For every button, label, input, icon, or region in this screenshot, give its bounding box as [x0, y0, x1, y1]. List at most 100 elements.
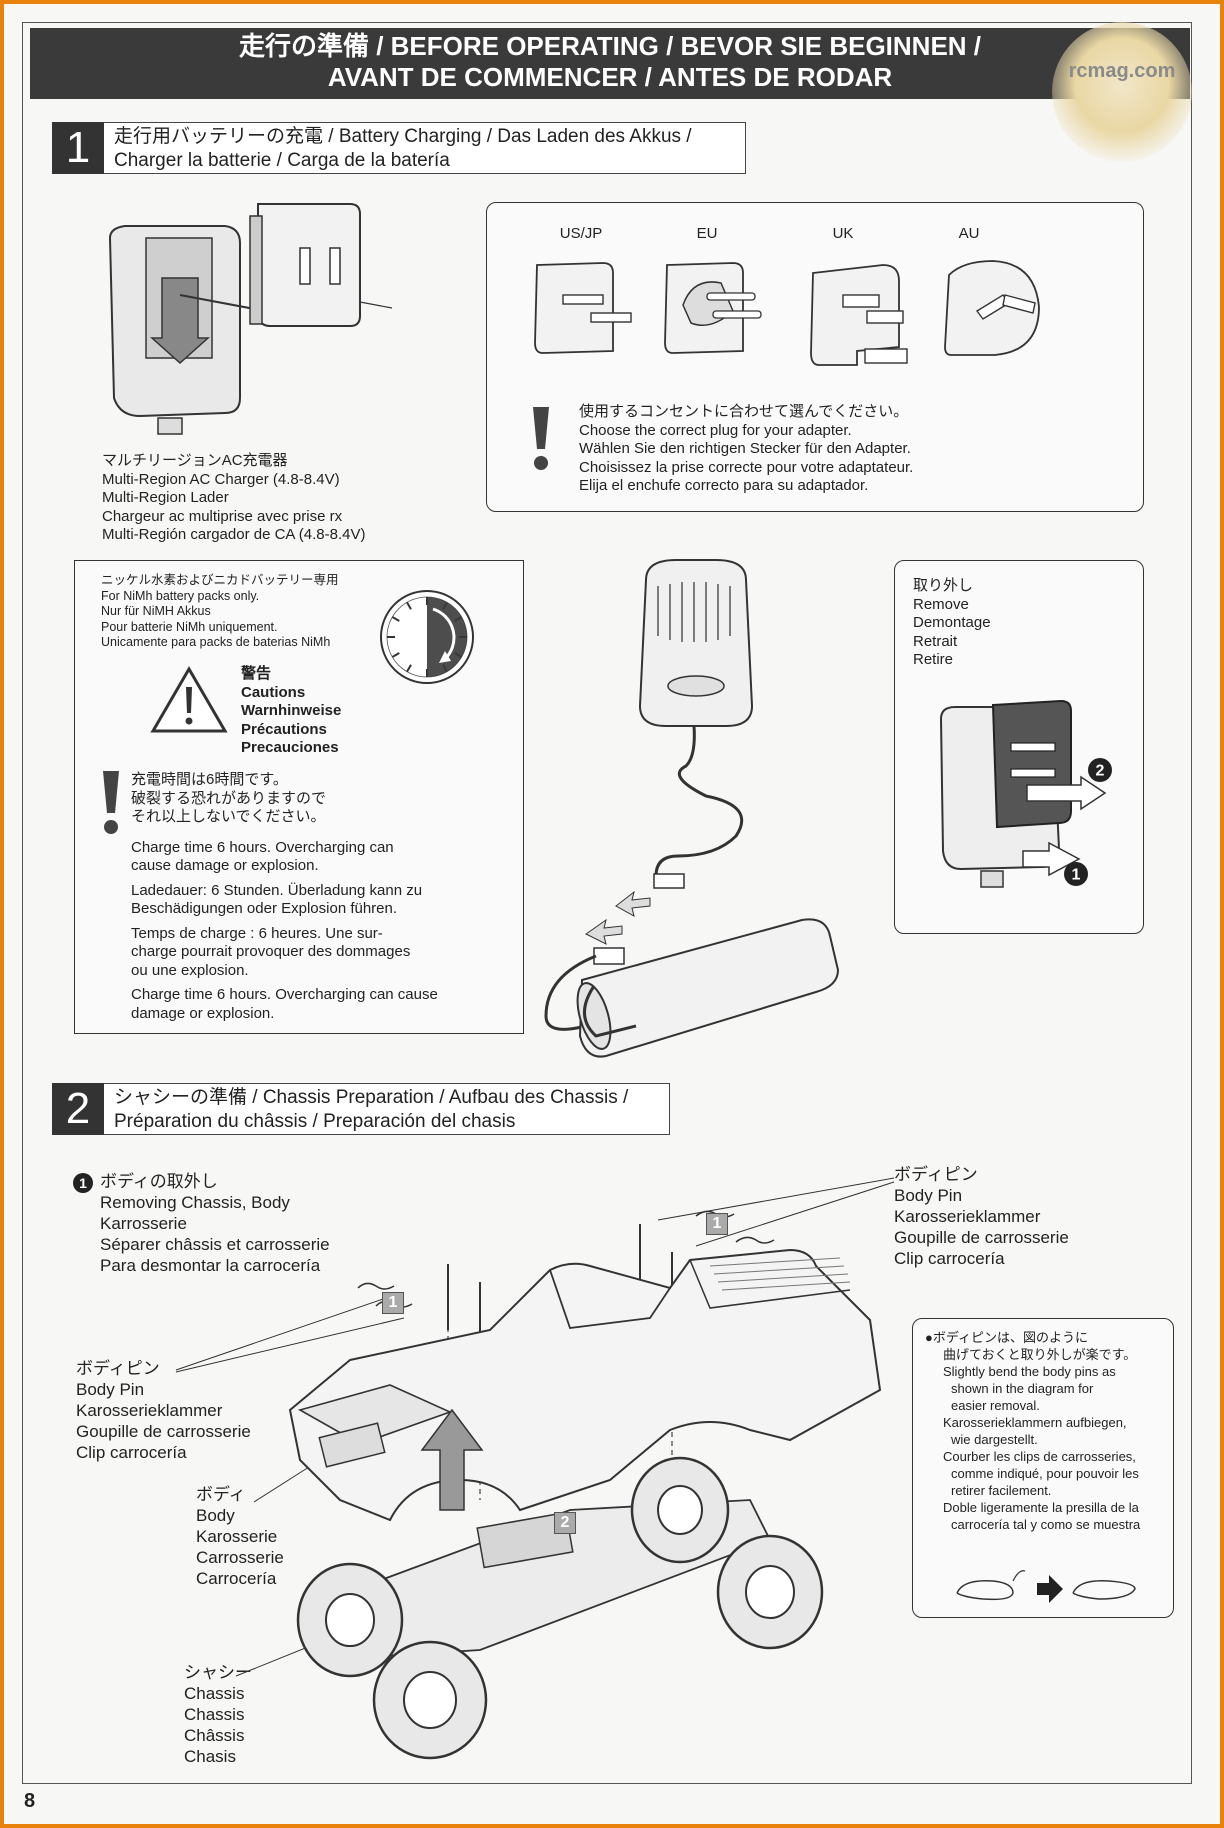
plug-label-usjp: US/JP	[559, 225, 603, 242]
uk-plug-icon	[810, 264, 908, 366]
pin-tip-es-1: Doble ligeramente la presilla de la	[943, 1500, 1139, 1515]
removing-fr: Séparer châssis et carrosserie	[100, 1235, 330, 1254]
warn-fr-1: Temps de charge : 6 heures. Une sur-	[131, 924, 383, 942]
warn-es-2: damage or explosion.	[131, 1004, 275, 1022]
pin-bend-diagram	[956, 1570, 1136, 1603]
removing-label: ボディの取外し Removing Chassis, Body Karrosser…	[100, 1171, 330, 1276]
body-label-en: Body	[196, 1506, 235, 1525]
cautions-jp: 警告	[241, 665, 272, 682]
content-border	[22, 22, 1192, 1784]
plug-note-es: Elija el enchufe correcto para su adapta…	[579, 477, 869, 494]
cautions-de: Warnhinweise	[241, 702, 342, 719]
plug-label-au: AU	[958, 225, 980, 242]
warn-fr-2: charge pourrait provoquer des dommages	[131, 943, 411, 960]
plug-label-uk: UK	[832, 225, 854, 242]
remove-es: Retire	[913, 651, 954, 668]
body-pin-left-fr: Goupille de carrosserie	[76, 1422, 251, 1441]
charger-caption-es: Multi-Región cargador de CA (4.8-8.4V)	[102, 526, 366, 543]
cautions-heading: 警告 Cautions Warnhinweise Précautions Pre…	[241, 665, 341, 758]
pin-tip-fr-3: retirer facilement.	[951, 1483, 1052, 1498]
plug-note-jp: 使用するコンセントに合わせて選んでください。	[579, 403, 909, 420]
warn-jp-3: それ以上しないでください。	[131, 808, 326, 825]
pin-tip-es-2: carrocería tal y como se muestra	[951, 1517, 1141, 1532]
diagram-step-2: 2	[554, 1512, 576, 1534]
remove-de: Demontage	[913, 614, 991, 631]
warn-es-1: Charge time 6 hours. Overcharging can ca…	[131, 986, 438, 1003]
remove-fr: Retrait	[913, 632, 958, 650]
body-pin-left-en: Body Pin	[76, 1380, 145, 1399]
cautions-es: Precauciones	[241, 739, 339, 756]
plug-label-eu: EU	[696, 225, 718, 242]
pin-tip-jp-2: 曲げておくと取り外しが楽です。	[943, 1347, 1137, 1362]
pin-tip-fr-1: Courber les clips de carrosseries,	[943, 1449, 1136, 1464]
step-1-title-line-1: 走行用バッテリーの充電 / Battery Charging / Das Lad…	[114, 126, 692, 147]
pin-tip-en-3: easier removal.	[951, 1398, 1040, 1413]
body-pin-right-fr: Goupille de carrosserie	[894, 1228, 1069, 1247]
warn-en-2: cause damage or explosion.	[131, 857, 319, 874]
step-1-number: 1	[52, 122, 104, 174]
eu-plug-icon	[664, 262, 762, 354]
chassis-label-en: Chassis	[184, 1684, 245, 1703]
step-1-title-line-2: Charger la batterie / Carga de la baterí…	[114, 150, 450, 171]
nimh-note-es: Unicamente para packs de baterias NiMh	[101, 635, 331, 649]
body-label: ボディ Body Karosserie Carrosserie Carrocer…	[196, 1484, 284, 1589]
caution-panel: ニッケル水素およびニカドバッテリー専用 For NiMh battery pac…	[74, 560, 524, 1034]
pin-tip-en-2: shown in the diagram for	[951, 1381, 1094, 1396]
caution-triangle-icon	[150, 666, 228, 733]
remove-step-2-num: 2	[1096, 763, 1105, 780]
remove-panel: 取り外し Remove Demontage Retrait Retire 2 1	[894, 560, 1144, 934]
body-label-de: Karosserie	[196, 1527, 278, 1546]
charger-plug-illustration	[108, 203, 393, 435]
remove-en: Remove	[913, 595, 969, 613]
pin-tip-fr-2: comme indiqué, pour pouvoir les	[951, 1466, 1139, 1481]
remove-labels: 取り外し Remove Demontage Retrait Retire	[913, 577, 991, 670]
pin-tip-panel: ●ボディピンは、図のように 曲げておくと取り外しが楽です。 Slightly b…	[912, 1318, 1174, 1618]
pin-tip-jp-1: ●ボディピンは、図のように	[925, 1330, 1088, 1345]
header-line-1: 走行の準備 / BEFORE OPERATING / BEVOR SIE BEG…	[238, 31, 982, 61]
step-2-title-line-1: シャシーの準備 / Chassis Preparation / Aufbau d…	[114, 1087, 629, 1108]
charge-warnings: 充電時間は6時間です。 破裂する恐れがありますので それ以上しないでください。 …	[131, 771, 438, 1023]
chassis-label-de: Chassis	[184, 1705, 245, 1724]
plug-note-en: Choose the correct plug for your adapter…	[579, 421, 852, 439]
body-pin-left-jp: ボディピン	[76, 1359, 160, 1378]
diagram-step-1-right: 1	[706, 1213, 728, 1235]
warn-de-2: Beschädigungen oder Explosion führen.	[131, 900, 398, 917]
removing-en: Removing Chassis, Body	[100, 1193, 290, 1212]
pin-tip-de-1: Karosserieklammern aufbiegen,	[943, 1415, 1127, 1430]
body-pin-right-jp: ボディピン	[894, 1165, 978, 1184]
nimh-note-jp: ニッケル水素およびニカドバッテリー専用	[101, 573, 339, 587]
nimh-note-en: For NiMh battery packs only.	[101, 588, 260, 603]
removing-badge-num: 1	[79, 1175, 87, 1191]
charger-caption-en: Multi-Region AC Charger (4.8-8.4V)	[102, 470, 340, 488]
nimh-note-de: Nur für NiMH Akkus	[101, 604, 211, 618]
pin-tip-text: ●ボディピンは、図のように 曲げておくと取り外しが楽です。 Slightly b…	[925, 1329, 1140, 1533]
plug-warning-icon	[533, 407, 549, 470]
body-pin-right-de: Karosserieklammer	[894, 1207, 1041, 1226]
removing-de: Karrosserie	[100, 1214, 187, 1233]
remove-step-1-badge: 1	[1064, 862, 1088, 886]
warn-jp-1: 充電時間は6時間です。	[131, 771, 288, 788]
charger-caption-fr: Chargeur ac multiprise avec prise rx	[102, 507, 343, 525]
body-label-jp: ボディ	[196, 1485, 246, 1504]
chassis-label-fr: Châssis	[184, 1726, 245, 1745]
page-header: 走行の準備 / BEFORE OPERATING / BEVOR SIE BEG…	[30, 28, 1190, 99]
clock-icon	[380, 590, 474, 684]
cautions-en: Cautions	[241, 683, 306, 701]
chassis-label-es: Chasis	[184, 1747, 236, 1766]
usjp-plug-icon	[534, 262, 632, 354]
plug-note-de: Wählen Sie den richtigen Stecker für den…	[579, 440, 911, 457]
watermark-text: rcmag.com	[1068, 60, 1176, 82]
remove-adapter-illustration	[939, 699, 1107, 888]
pin-tip-en-1: Slightly bend the body pins as	[943, 1364, 1116, 1379]
plug-adapters-panel: US/JP EU UK AU 使用するコンセントに合わ	[486, 202, 1144, 512]
warn-fr-3: ou une explosion.	[131, 961, 249, 979]
chassis-label-jp: シャシー	[184, 1663, 252, 1682]
plug-note: 使用するコンセントに合わせて選んでください。 Choose the correc…	[579, 403, 913, 496]
warn-en-1: Charge time 6 hours. Overcharging can	[131, 838, 394, 856]
watermark-logo: rcmag.com	[1052, 22, 1192, 162]
body-pin-left-de: Karosserieklammer	[76, 1401, 223, 1420]
nimh-note-fr: Pour batterie NiMh uniquement.	[101, 619, 278, 634]
body-pin-right-es: Clip carrocería	[894, 1249, 1005, 1268]
body-pin-left-es: Clip carrocería	[76, 1443, 187, 1462]
warn-jp-2: 破裂する恐れがありますので	[131, 789, 327, 807]
